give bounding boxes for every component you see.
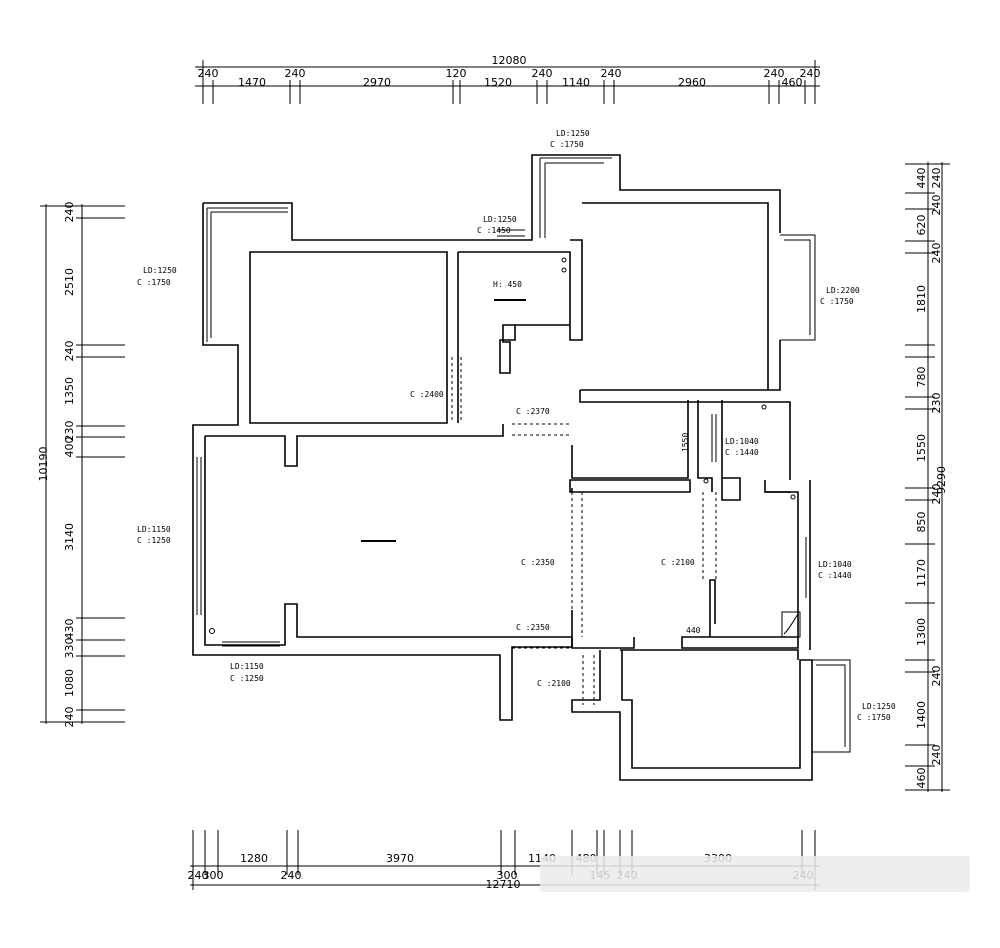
left-dim-9: 330 [63, 638, 76, 659]
label-door-a: C :2400 [410, 390, 444, 399]
label-se-window-ld: LD:1250 [862, 702, 896, 711]
right-dim-9: 1550 [915, 434, 928, 462]
label-nw-window-c: C :1750 [137, 278, 171, 287]
annotations: LD:1250 C :1750 LD:1250 C :1750 LD:1250 … [137, 129, 896, 722]
top-total-dim: 12080 [492, 54, 527, 67]
right-dim-15: 1400 [915, 701, 928, 729]
top-dim-u7: 240 [800, 67, 821, 80]
right-dim-11: 850 [915, 512, 928, 533]
bottom-dim-u1: 1280 [240, 852, 268, 865]
label-east-mid-window-ld: LD:1040 [818, 560, 852, 569]
right-dim-2: 240 [930, 168, 943, 189]
left-dim-1: 240 [63, 202, 76, 223]
top-dim-l5: 2960 [678, 76, 706, 89]
top-dim-u5: 240 [601, 67, 622, 80]
label-south-window-c: C :1250 [230, 674, 264, 683]
left-dim-10: 1080 [63, 669, 76, 697]
label-east-top-window-ld: LD:2200 [826, 286, 860, 295]
bottom-dim-l1: 240 [188, 869, 209, 882]
label-door-d: C :2100 [661, 558, 695, 567]
label-bath-window-ld: LD:1040 [725, 437, 759, 446]
top-dim-l1: 1470 [238, 76, 266, 89]
left-dim-8: 430 [63, 619, 76, 640]
bottom-total-dim: 12710 [486, 878, 521, 891]
label-north-window-c: C :1750 [550, 140, 584, 149]
top-dim-u1: 240 [198, 67, 219, 80]
label-east-mid-window-c: C :1440 [818, 571, 852, 580]
right-dim-10: 240 [930, 484, 943, 505]
bottom-dim-l4: 300 [497, 869, 518, 882]
watermark-overlay [540, 856, 970, 892]
right-dim-14: 240 [930, 666, 943, 687]
left-dimension-chain: 10190 240 2510 240 1350 230 400 3140 430… [37, 202, 125, 728]
label-door-f: C :2100 [537, 679, 571, 688]
walls [192, 154, 851, 781]
right-dim-3: 620 [915, 215, 928, 236]
top-dim-u2: 240 [285, 67, 306, 80]
left-dim-2: 2510 [63, 268, 76, 296]
label-south-window-ld: LD:1150 [230, 662, 264, 671]
right-dim-17: 460 [915, 768, 928, 789]
top-dim-l2: 2970 [363, 76, 391, 89]
right-dim-5: 1810 [915, 285, 928, 313]
left-dim-4: 1350 [63, 377, 76, 405]
bottom-dim-l3: 240 [281, 869, 302, 882]
top-dim-l4: 1140 [562, 76, 590, 89]
label-door-c: C :2350 [521, 558, 555, 567]
label-se-window-c: C :1750 [857, 713, 891, 722]
left-dim-6: 400 [63, 437, 76, 458]
top-dim-u3: 120 [446, 67, 467, 80]
top-dim-l3: 1520 [484, 76, 512, 89]
label-north-window-ld: LD:1250 [556, 129, 590, 138]
label-bath-window-c: C :1440 [725, 448, 759, 457]
right-dim-12: 1170 [915, 559, 928, 587]
door-openings [451, 357, 717, 705]
top-dim-u6: 240 [764, 67, 785, 80]
label-living-window-c: C :1250 [137, 536, 171, 545]
right-dimension-chain: 9290 440 240 620 240 1810 240 780 230 15… [905, 162, 950, 792]
left-dim-7: 3140 [63, 523, 76, 551]
label-kitchen-shelf: H: 450 [493, 280, 522, 289]
label-living-window-ld: LD:1150 [137, 525, 171, 534]
top-dim-l6: 460 [782, 76, 803, 89]
top-dimension-chain: 12080 240 240 120 240 240 240 240 1470 2… [195, 54, 821, 104]
right-dim-1: 440 [915, 168, 928, 189]
top-dim-u4: 240 [532, 67, 553, 80]
right-dim-7: 780 [915, 367, 928, 388]
bottom-dim-u2: 3970 [386, 852, 414, 865]
left-dim-11: 240 [63, 707, 76, 728]
right-dim-8: 230 [930, 393, 943, 414]
label-east-top-window-c: C :1750 [820, 297, 854, 306]
right-dim-13: 1300 [915, 618, 928, 646]
label-top-mid-window-ld: LD:1250 [483, 215, 517, 224]
left-dim-3: 240 [63, 341, 76, 362]
right-dim-6: 240 [930, 243, 943, 264]
left-total-dim: 10190 [37, 447, 50, 482]
label-wall-1550: 1550 [681, 433, 690, 452]
label-door-b: C :2370 [516, 407, 550, 416]
right-dim-16: 240 [930, 745, 943, 766]
right-total-dim: 9290 [935, 466, 948, 494]
label-small-440: 440 [686, 626, 701, 635]
label-top-mid-window-c: C :1450 [477, 226, 511, 235]
right-dim-4: 240 [930, 195, 943, 216]
label-door-e: C :2350 [516, 623, 550, 632]
left-dim-5: 230 [63, 421, 76, 442]
bottom-dim-l2: 300 [203, 869, 224, 882]
label-nw-window-ld: LD:1250 [143, 266, 177, 275]
